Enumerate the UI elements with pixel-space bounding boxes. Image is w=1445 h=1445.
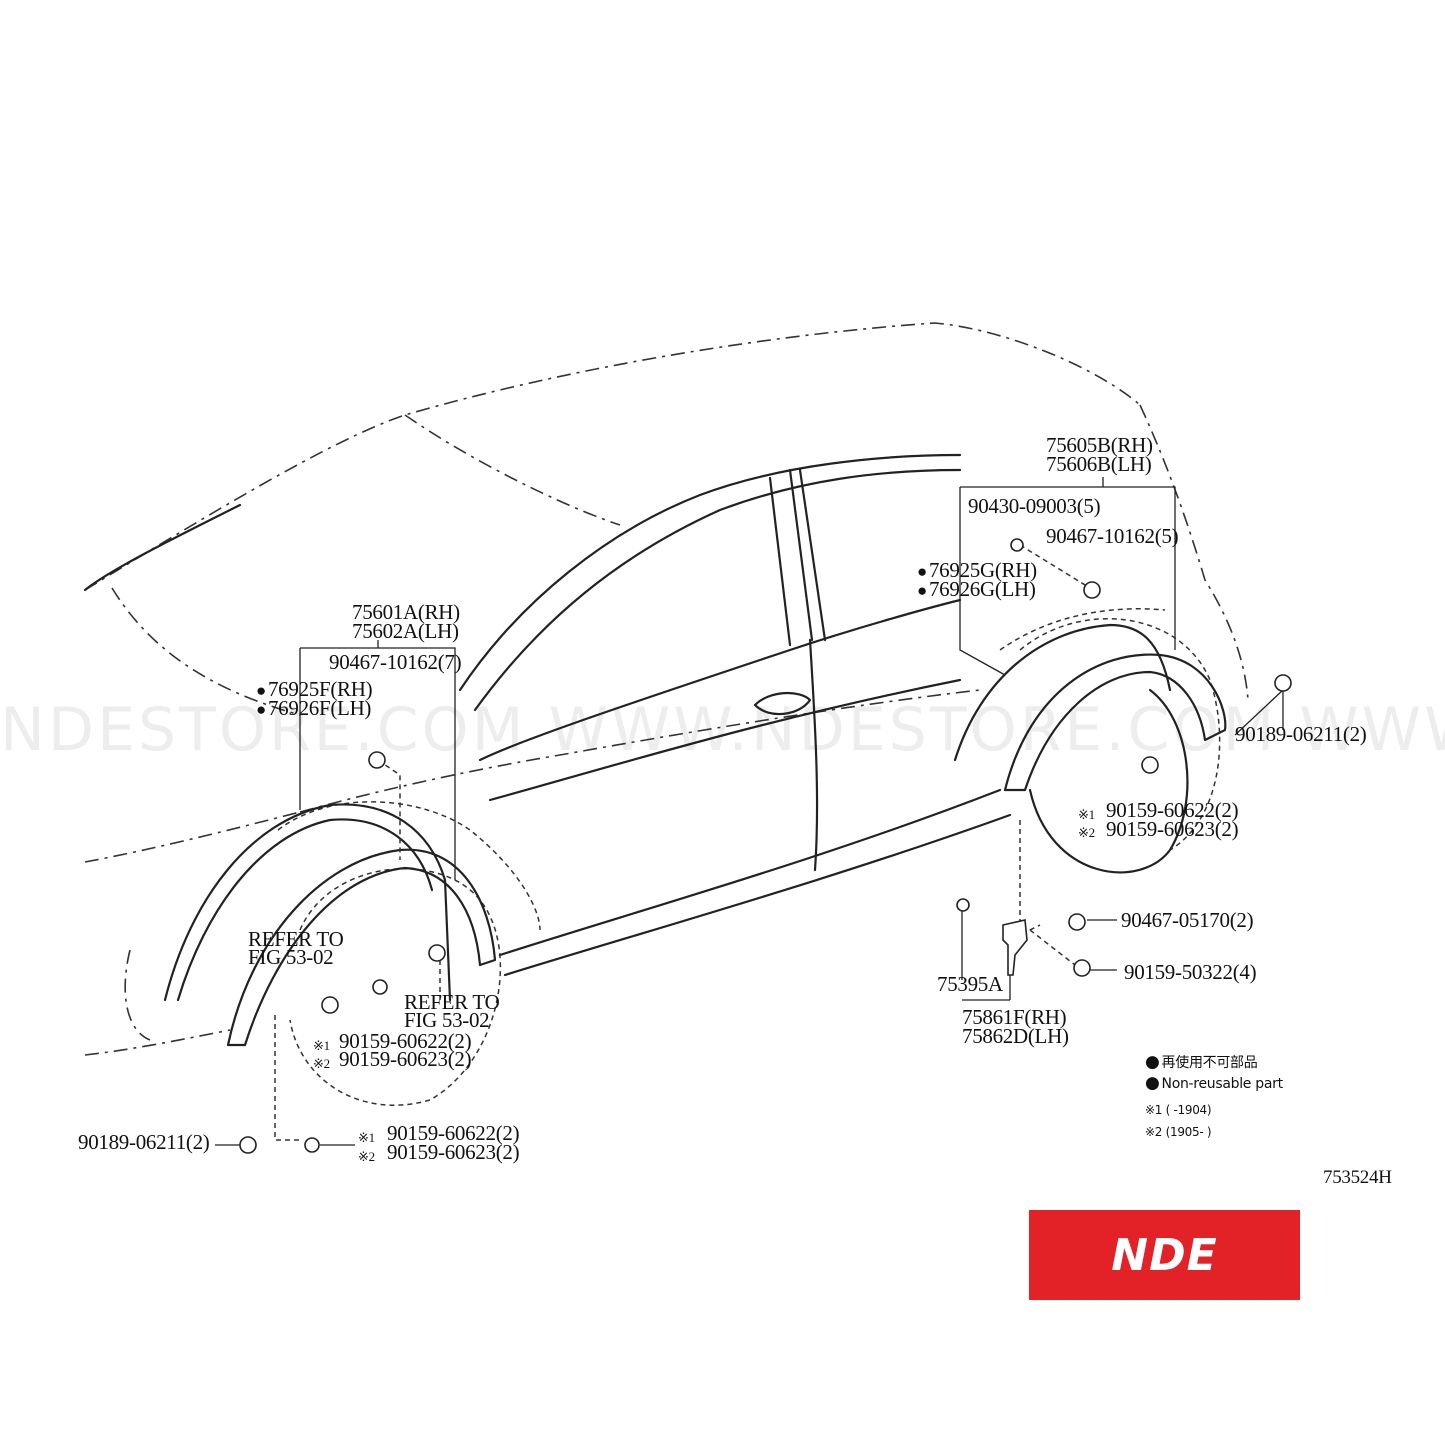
front-door-line [478,598,962,762]
body-side-upper [299,689,981,813]
figure-code: 753524H [1323,1167,1392,1188]
logo-text: NDE [1111,1229,1218,1281]
clip-90467-10162-label: 90467-10162(5) [1046,524,1179,548]
clip-76926f-label: 76926F(LH) [256,698,371,719]
rear-arch-dashed [999,608,1166,651]
door-handle [753,691,812,716]
mark-1-bottom: ※1 [358,1130,375,1145]
part-75861f-label: 75861F(RH) [962,1005,1067,1029]
bolt-90159-60623-bottom-label: 90159-60623(2) [387,1140,520,1164]
bolt-90159-60623-rear-label: 90159-60623(2) [1106,817,1239,841]
clip-90467-05170-label: 90467-05170(2) [1121,908,1254,932]
bolt-90159-60623-front-label: 90159-60623(2) [339,1047,472,1071]
hood-outline [84,587,301,863]
roof-outline [84,322,1141,591]
side-skirt [498,788,1012,977]
b-pillar [768,468,827,647]
clip-90430-label: 90430-09003(5) [968,494,1101,518]
c-door-edge [808,638,819,872]
hood-edge [83,503,242,592]
body-rear [1139,404,1249,701]
front-wheel-flare [226,848,497,1047]
mark-1-rear: ※1 [1078,807,1095,822]
clip-90467-10162-front-label: 90467-10162(7) [329,650,462,674]
front-wheel-dashed [289,868,502,1106]
front-bumper [84,949,231,1056]
door-lower-line [488,678,962,802]
windshield-line [404,414,621,526]
rear-fender-liner [953,623,1172,762]
refer-fig-label-2: FIG 53-02 [404,1008,490,1032]
legend-jp: 再使用不可部品 [1145,1054,1258,1071]
leader-dashed-rear [1019,544,1091,966]
bolt-90159-60622-bottom-label: 90159-60622(2) [387,1121,520,1145]
clip-76925f-label: 76925F(RH) [256,679,373,700]
part-75602a-label: 75602A(LH) [352,619,459,643]
legend-note-1: ※1 ( -1904) [1145,1103,1212,1117]
screw-90189-left-label: 90189-06211(2) [78,1130,210,1154]
mark-2-bottom: ※2 [358,1149,375,1164]
bolt-90159-60622-rear-label: 90159-60622(2) [1106,798,1239,822]
window-frame-inner [473,468,962,712]
refer-to-label-1: REFER TO [248,927,344,951]
legend-non-reusable: Non-reusable part [1145,1075,1284,1092]
part-75605b-label: 75605B(RH) [1046,433,1153,457]
screw-90189-right-label: 90189-06211(2) [1235,722,1367,746]
bolt-90159-60622-front-label: 90159-60622(2) [339,1029,472,1053]
refer-fig-label-1: FIG 53-02 [248,945,334,969]
window-frame [458,453,962,692]
mark-1-front: ※1 [313,1038,330,1053]
front-fender-liner [163,803,452,1002]
part-75606b-label: 75606B(LH) [1046,452,1152,476]
leader-75605b [959,477,1176,676]
leader-dashed-front [274,759,441,1141]
part-75601a-label: 75601A(RH) [352,600,460,624]
front-wheel-arch-dashed [277,801,541,931]
part-75862d-label: 75862D(LH) [962,1024,1069,1048]
refer-to-label-2: REFER TO [404,990,500,1014]
bolt-90159-50322-label: 90159-50322(4) [1124,960,1257,984]
clip-76926g-label: 76926G(LH) [917,579,1036,600]
leader-75601a [299,640,456,880]
rear-wheel [1028,688,1189,874]
rear-wheel-dashed [1019,618,1221,851]
mark-2-rear: ※2 [1078,825,1095,840]
clip-76925g-label: 76925G(RH) [917,560,1037,581]
clip-icons [239,538,1292,1154]
legend-note-2: ※2 (1905- ) [1145,1125,1212,1139]
rear-wheel-flare [1003,653,1227,792]
part-75395a-label: 75395A [937,972,1003,996]
nde-logo: NDE [1029,1210,1300,1300]
front-fender-liner-inner [176,818,434,1002]
mark-2-front: ※2 [313,1056,330,1071]
